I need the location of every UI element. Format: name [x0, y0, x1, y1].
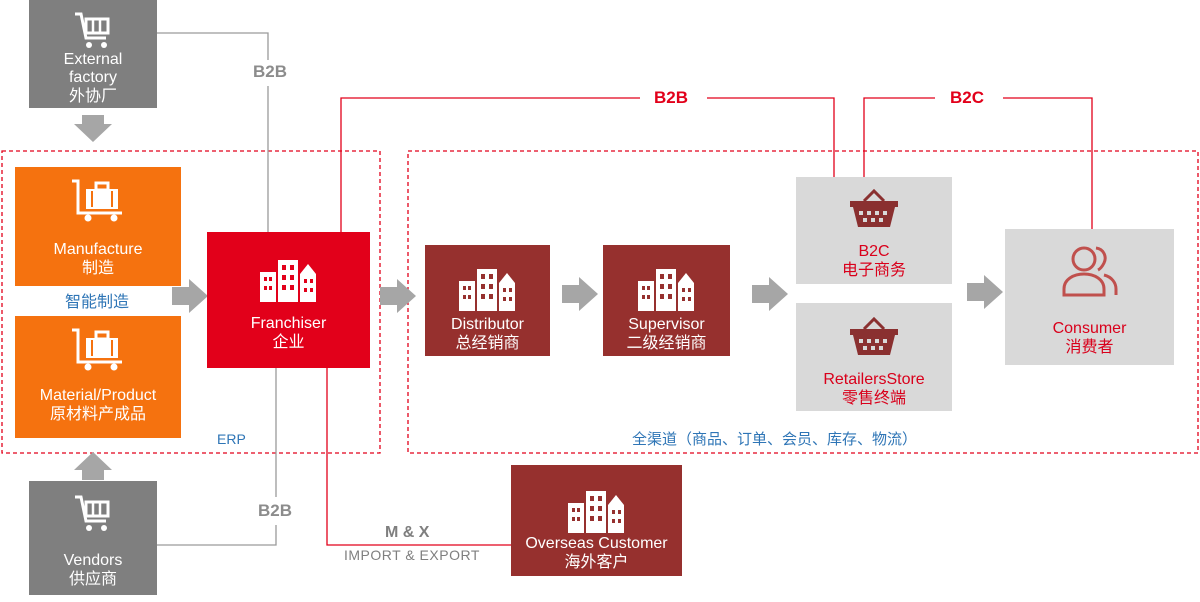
manufacture-node[interactable]: Manufacture 制造 — [15, 167, 181, 286]
cart-icon — [29, 10, 157, 52]
material-product-node[interactable]: Material/Product 原材料产成品 — [15, 316, 181, 438]
cart-icon — [29, 493, 157, 535]
vendors-node[interactable]: Vendors 供应商 — [29, 481, 157, 595]
b2c-red-line-left — [863, 97, 935, 177]
consumer-node[interactable]: Consumer 消费者 — [1005, 229, 1174, 365]
b2c-label-2: 电子商务 — [841, 261, 906, 279]
external-label-2: factory — [68, 69, 117, 87]
external-factory-node[interactable]: External factory 外协厂 — [29, 0, 157, 108]
basket-icon — [796, 189, 952, 229]
arrow-icon — [967, 275, 1003, 309]
user-icon — [1005, 243, 1174, 299]
external-label-1: External — [63, 50, 123, 68]
arrow-icon — [74, 452, 112, 480]
basket-icon — [796, 317, 952, 357]
b2c-label-1: B2C — [858, 243, 890, 261]
b2b-red-line-right — [707, 97, 835, 177]
consumer-label-2: 消费者 — [1065, 338, 1114, 356]
arrow-icon — [562, 277, 598, 311]
b2b-gray-top-line — [157, 32, 269, 60]
mx-line — [326, 368, 512, 546]
distributor-label-2: 总经销商 — [455, 334, 520, 352]
franchiser-label-2: 企业 — [272, 333, 305, 351]
material-label-1: Material/Product — [39, 387, 157, 405]
luggage-cart-icon — [15, 177, 181, 223]
supervisor-label-2: 二级经销商 — [626, 334, 707, 352]
b2b-label-red: B2B — [654, 88, 689, 107]
mx-label: M & X — [385, 524, 430, 541]
overseas-label-1: Overseas Customer — [525, 535, 668, 553]
franchiser-label-1: Franchiser — [250, 315, 327, 333]
material-label-2: 原材料产成品 — [49, 405, 146, 423]
luggage-cart-icon — [15, 326, 181, 372]
buildings-icon — [207, 254, 370, 304]
vendors-label-1: Vendors — [63, 552, 123, 570]
vendors-label-2: 供应商 — [68, 570, 117, 588]
manufacture-label-1: Manufacture — [53, 241, 143, 259]
retailers-label-2: 零售终端 — [841, 389, 906, 407]
arrow-icon — [74, 115, 112, 142]
import-export-label: IMPORT & EXPORT — [344, 547, 480, 563]
supervisor-node[interactable]: Supervisor 二级经销商 — [603, 245, 730, 356]
flow-arrows — [74, 115, 1003, 480]
retailers-store-node[interactable]: RetailersStore 零售终端 — [796, 303, 952, 411]
buildings-icon — [511, 485, 682, 535]
consumer-label-1: Consumer — [1052, 320, 1127, 338]
supervisor-label-1: Supervisor — [628, 316, 705, 334]
omni-channel-label: 全渠道（商品、订单、会员、库存、物流） — [632, 431, 918, 448]
b2c-red-line-right — [1003, 97, 1093, 229]
overseas-label-2: 海外客户 — [564, 553, 629, 571]
buildings-icon — [425, 263, 550, 313]
smart-manufacturing-label: 智能制造 — [65, 294, 130, 311]
arrow-icon — [172, 279, 208, 313]
b2b-label-top: B2B — [253, 62, 288, 81]
b2c-ecommerce-node[interactable]: B2C 电子商务 — [796, 177, 952, 284]
b2b-label-bottom: B2B — [258, 501, 293, 520]
manufacture-label-2: 制造 — [81, 259, 114, 277]
erp-label: ERP — [217, 431, 246, 447]
buildings-icon — [603, 263, 730, 313]
external-label-3: 外协厂 — [68, 87, 117, 105]
retailers-label-1: RetailersStore — [823, 371, 925, 389]
arrow-icon — [752, 277, 788, 311]
arrow-icon — [380, 279, 416, 313]
b2b-gray-bottom-line-2 — [157, 525, 277, 546]
distributor-label-1: Distributor — [451, 316, 524, 334]
b2c-label-red: B2C — [950, 88, 985, 107]
distributor-node[interactable]: Distributor 总经销商 — [425, 245, 550, 356]
overseas-customer-node[interactable]: Overseas Customer 海外客户 — [511, 465, 682, 576]
franchiser-node[interactable]: Franchiser 企业 — [207, 232, 370, 368]
b2b-red-line-left — [340, 97, 640, 232]
